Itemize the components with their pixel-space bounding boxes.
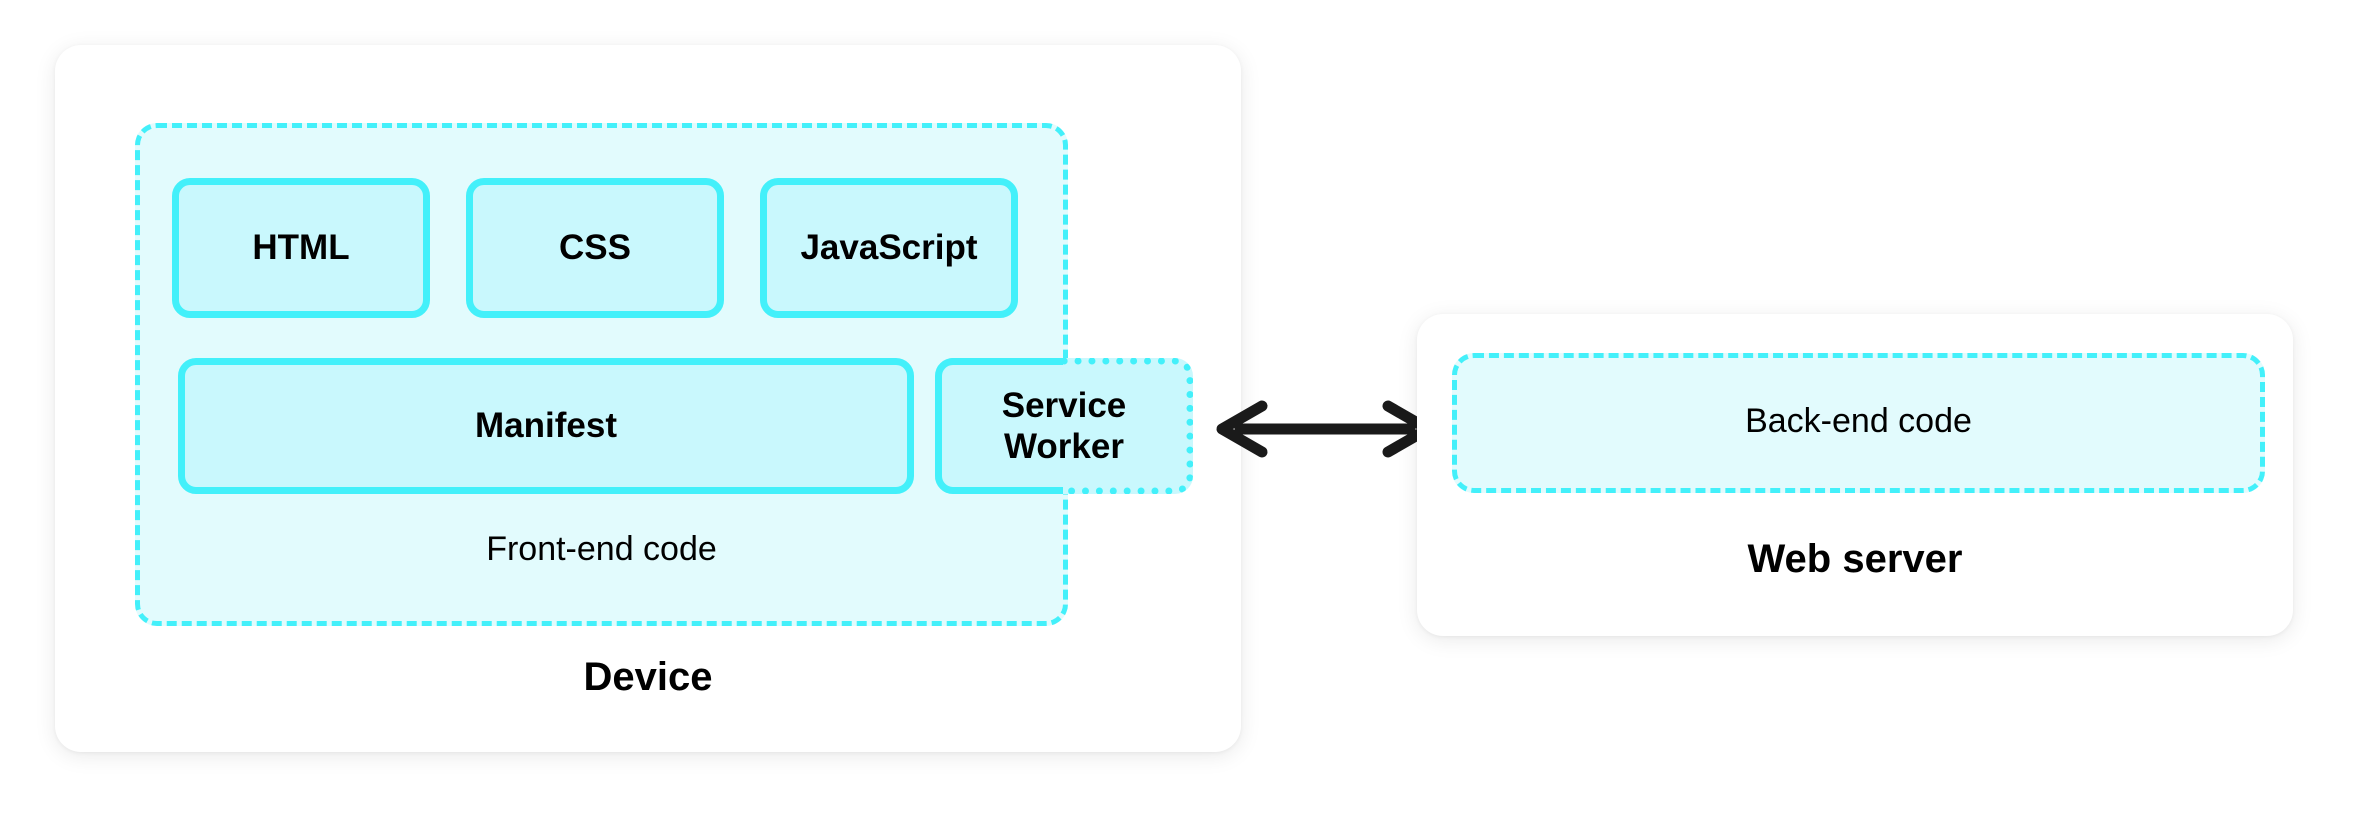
- manifest-box: Manifest: [178, 358, 914, 494]
- bidirectional-arrow-icon: [1216, 400, 1434, 458]
- service-worker-label-line1: Service: [1001, 385, 1127, 425]
- service-worker-box: Service Worker: [935, 358, 1193, 494]
- back-end-code-caption: Back-end code: [1745, 402, 1972, 440]
- service-worker-label-line2: Worker: [1004, 427, 1124, 466]
- javascript-box: JavaScript: [760, 178, 1018, 318]
- device-caption: Device: [583, 655, 713, 699]
- service-worker-label: Service Worker: [935, 358, 1193, 494]
- css-box: CSS: [466, 178, 724, 318]
- html-box: HTML: [172, 178, 430, 318]
- back-end-code-zone: [1452, 353, 2265, 493]
- web-server-caption: Web server: [1747, 537, 1963, 581]
- front-end-code-caption: Front-end code: [486, 530, 717, 568]
